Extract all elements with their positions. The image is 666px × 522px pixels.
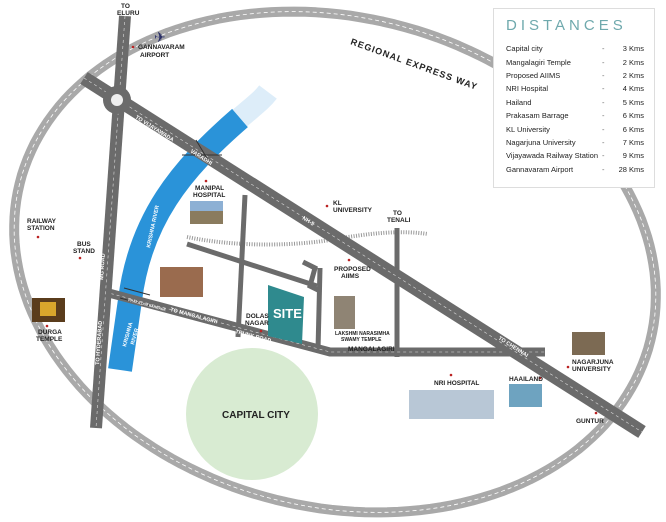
distance-separator: -	[602, 111, 605, 121]
nagarjuna-label-2: UNIVERSITY	[572, 366, 612, 373]
distance-value: 7 Kms	[622, 137, 644, 147]
kl-university-label-2: UNIVERSITY	[333, 207, 373, 214]
durga-temple-label-2: TEMPLE	[36, 336, 63, 343]
local-roads	[186, 194, 400, 357]
dolas-nagar-label: DOLAS	[246, 313, 269, 320]
distance-row: Gannavaram Airport - 28 Kms	[506, 163, 644, 176]
distance-place: Capital city	[506, 44, 543, 54]
distance-row: KL University - 6 Kms	[506, 122, 644, 135]
distance-value: 4 Kms	[622, 84, 644, 94]
durga-temple-photo-dome	[40, 302, 56, 316]
trunk-road	[103, 287, 545, 357]
airplane-icon: ✈	[154, 29, 166, 45]
railway-line	[186, 230, 429, 247]
guntur-label: GUNTUR	[576, 418, 604, 425]
distance-separator: -	[602, 124, 605, 134]
bus-stand-label-2: STAND	[73, 248, 95, 255]
expressway-lane-line	[13, 11, 657, 513]
nh5-label: NH-5	[301, 216, 315, 228]
distance-separator: -	[602, 151, 605, 161]
site-plot[interactable]	[268, 285, 304, 344]
railway-station-label: RAILWAY	[27, 218, 57, 225]
distance-separator: -	[602, 44, 605, 54]
distance-value: 6 Kms	[622, 111, 644, 121]
distance-value: 2 Kms	[622, 70, 644, 80]
temple-label-2: SWAMY TEMPLE	[341, 337, 382, 343]
distance-row: Mangalagiri Temple - 2 Kms	[506, 55, 644, 68]
airport-label: GANNAVARAM	[138, 44, 185, 51]
distance-place: Prakasam Barrage	[506, 111, 569, 121]
capital-city-area	[186, 348, 318, 480]
to-tenali-label: TO	[393, 210, 402, 217]
to-eluru-label-2: ELURU	[117, 10, 140, 17]
kl-university-label: KL	[333, 200, 342, 207]
railway-station-label-2: STATION	[27, 225, 55, 232]
distance-separator: -	[602, 57, 605, 67]
distance-row: Hailand - 5 Kms	[506, 96, 644, 109]
distance-place: Mangalagiri Temple	[506, 57, 571, 67]
to-tenali-label-2: TENALI	[387, 217, 411, 224]
manipal-label-2: HOSPITAL	[193, 192, 225, 199]
nagarjuna-label: NAGARJUNA	[572, 359, 614, 366]
distance-separator: -	[602, 84, 605, 94]
distance-value: 3 Kms	[622, 44, 644, 54]
site-label: SITE	[273, 306, 302, 321]
capital-city-label: CAPITAL CITY	[222, 410, 290, 421]
haailand-photo	[509, 384, 542, 407]
distance-separator: -	[602, 137, 605, 147]
distance-place: Gannavaram Airport	[506, 164, 574, 174]
barrage-photo	[160, 267, 203, 297]
temple-photo	[334, 296, 355, 329]
aiims-label: PROPOSED	[334, 266, 371, 273]
to-eluru-label: TO	[121, 3, 130, 10]
distance-place: Vijayawada Railway Station	[506, 151, 598, 161]
bridge-marks	[119, 139, 222, 307]
manipal-hospital-photo-sky	[190, 201, 223, 211]
distance-row: NRI Hospital - 4 Kms	[506, 82, 644, 95]
distance-place: Proposed AIIMS	[506, 70, 561, 80]
krishna-river-fade	[232, 85, 277, 127]
to-hyderabad-label: TO HYDERABAD	[95, 321, 104, 366]
distance-place: Hailand	[506, 97, 532, 107]
location-pins	[36, 45, 598, 415]
distance-value: 6 Kms	[622, 124, 644, 134]
distance-row: Prakasam Barrage - 6 Kms	[506, 109, 644, 122]
river-label-lower-2: RIVER	[130, 328, 140, 346]
distance-value: 2 Kms	[622, 57, 644, 67]
distance-separator: -	[602, 70, 605, 80]
aiims-label-2: AIIMS	[341, 273, 360, 280]
airport-label-2: AIRPORT	[140, 52, 169, 59]
manipal-label: MANIPAL	[195, 185, 224, 192]
distance-value: 5 Kms	[622, 97, 644, 107]
distance-row: Nagarjuna University - 7 Kms	[506, 136, 644, 149]
distance-separator: -	[602, 164, 605, 174]
distance-separator: -	[602, 97, 605, 107]
distance-row: Capital city - 3 Kms	[506, 42, 644, 55]
dolas-nagar-label-2: NAGAR	[245, 320, 269, 327]
nagarjuna-university-photo	[572, 332, 605, 355]
durga-temple-label: DURGA	[38, 329, 62, 336]
nri-hospital-photo	[409, 390, 494, 419]
distance-value: 28 Kms	[618, 164, 644, 174]
bus-stand-label: BUS	[77, 241, 91, 248]
mg-road	[90, 15, 131, 429]
distance-value: 9 Kms	[622, 151, 644, 161]
distance-row: Proposed AIIMS - 2 Kms	[506, 69, 644, 82]
distance-row: Vijayawada Railway Station- 9 Kms	[506, 149, 644, 162]
nh5-highway	[80, 72, 646, 438]
roundabout-center	[111, 94, 123, 106]
mg-road-label: MG ROAD	[99, 253, 107, 280]
distance-place: Nagarjuna University	[506, 137, 576, 147]
haailand-label: HAAILAND	[509, 376, 543, 383]
nri-label: NRI HOSPITAL	[434, 380, 479, 387]
distance-place: KL University	[506, 124, 550, 134]
krishna-river	[108, 108, 248, 372]
temple-label: LAKSHMI NARASIMHA	[335, 331, 390, 337]
distance-place: NRI Hospital	[506, 84, 549, 94]
distances-title: DISTANCES	[506, 17, 627, 34]
mangalagiri-label: MANGALAGIRI	[348, 346, 395, 353]
